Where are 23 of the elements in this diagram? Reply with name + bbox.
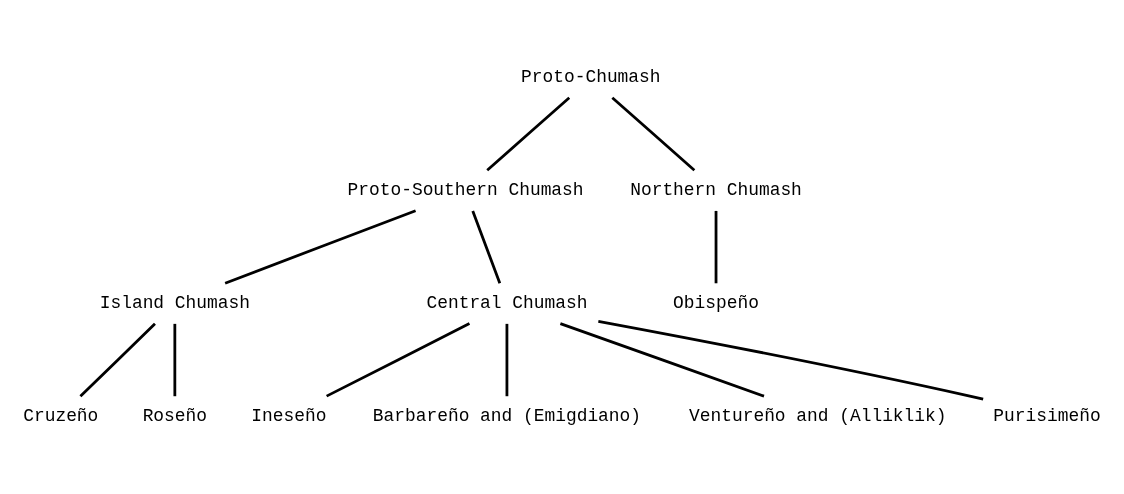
node-text: Barbareño and (Emigdiano) (372, 405, 642, 426)
connector (714, 210, 718, 284)
connector (173, 323, 177, 397)
node-text: Proto-Southern Chumash (347, 179, 584, 200)
connector (471, 210, 502, 284)
connector (505, 323, 509, 397)
connector (224, 209, 417, 285)
connector (326, 322, 471, 398)
node-text: Northern Chumash (630, 179, 802, 200)
node-text: Roseño (142, 405, 208, 426)
connector (79, 322, 156, 398)
node-text: Proto-Chumash (521, 66, 661, 87)
connector (598, 319, 984, 401)
connector (611, 96, 696, 172)
node-text: Ventureño and (Alliklik) (689, 405, 947, 426)
node-text: Island Chumash (99, 292, 250, 313)
connector (559, 322, 765, 398)
node-text: Purisimeño (993, 405, 1101, 426)
node-text: Ineseño (251, 405, 327, 426)
node-text: Cruzeño (23, 405, 99, 426)
node-text: Obispeño (673, 292, 759, 313)
connector (486, 96, 571, 172)
node-text: Central Chumash (426, 292, 588, 313)
